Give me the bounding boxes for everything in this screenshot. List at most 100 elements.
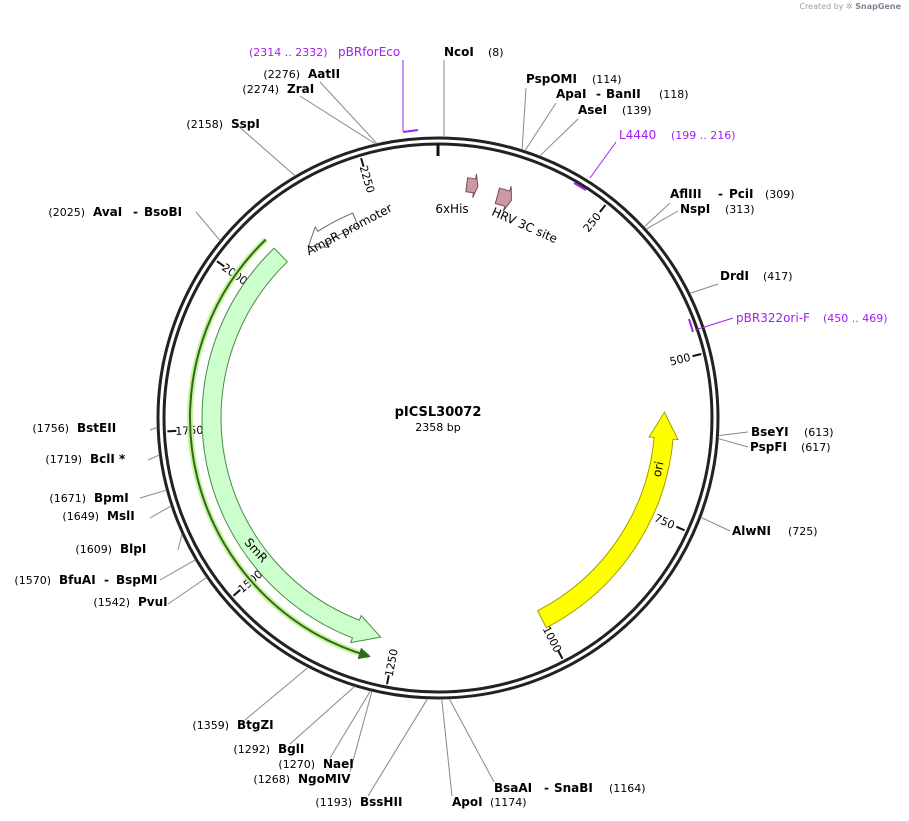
svg-text:AvaI: AvaI <box>93 205 122 219</box>
enzyme-label-ngomiv[interactable]: (1268) NgoMIV <box>253 772 351 786</box>
enzyme-label-bsteii[interactable]: (1756) BstEII <box>32 421 116 435</box>
enzyme-label-bcli[interactable]: (1719)BclI * <box>45 452 126 466</box>
primer-l4440-mark <box>573 182 587 191</box>
feature-label-ori: ori <box>650 460 667 478</box>
tick-label-1000: 1000 <box>540 624 564 655</box>
enzyme-leader-17 <box>167 577 207 605</box>
enzyme-label-aatii[interactable]: (2276)AatII <box>263 67 340 81</box>
enzyme-label-sspi[interactable]: (2158)SspI <box>186 117 259 131</box>
snapgene-credit: Created by ✲ SnapGene <box>799 2 901 11</box>
svg-text:(114): (114) <box>592 73 622 86</box>
svg-text:BtgZI: BtgZI <box>237 718 274 732</box>
enzyme-leader-20 <box>149 505 172 519</box>
tick-label-750: 750 <box>652 511 677 532</box>
enzyme-leader-10 <box>448 698 495 783</box>
snapgene-logo-icon: ✲ <box>846 2 853 11</box>
feature-smr <box>201 247 382 644</box>
enzyme-leader-15 <box>289 685 355 745</box>
primer-label-pbr322ori-f[interactable]: pBR322ori-F (450 .. 469) <box>736 311 888 325</box>
svg-text:(417): (417) <box>763 270 793 283</box>
svg-text:PspFI: PspFI <box>750 440 787 454</box>
enzyme-leader-24 <box>195 211 221 241</box>
enzyme-label-pspfi[interactable]: PspFI (617) <box>750 440 831 454</box>
enzyme-label-bpmi[interactable]: (1671)BpmI <box>49 491 128 505</box>
enzyme-label-pspomi[interactable]: PspOMI (114) <box>526 72 622 86</box>
svg-text:(617): (617) <box>801 441 831 454</box>
enzyme-leader-26 <box>299 95 376 145</box>
enzyme-label-btgzi[interactable]: (1359)BtgZI <box>192 718 273 732</box>
enzyme-leader-5 <box>645 210 679 230</box>
enzyme-label-ncoi[interactable]: NcoI(8) <box>444 45 504 59</box>
enzyme-label-bsshii[interactable]: (1193)BssHII <box>315 795 402 809</box>
svg-text:BanII: BanII <box>606 87 641 101</box>
tick-1000 <box>557 650 564 660</box>
enzyme-label-bseyi[interactable]: BseYI(613) <box>751 425 834 439</box>
enzyme-leader-8 <box>718 438 749 448</box>
svg-text:pBR322ori-F: pBR322ori-F <box>736 311 810 325</box>
enzyme-label-naei[interactable]: (1270)NaeI <box>278 757 353 771</box>
tick-2250 <box>360 157 365 168</box>
enzyme-leader-21 <box>139 489 167 499</box>
svg-text:BseYI: BseYI <box>751 425 789 439</box>
enzyme-label-apai[interactable]: ApaI-BanII(118) <box>556 87 689 101</box>
enzyme-label-zrai[interactable]: (2274)ZraI <box>242 82 314 96</box>
credit-brand: SnapGene <box>855 2 901 11</box>
enzyme-leader-13 <box>349 691 373 773</box>
primer-pbr322ori-f-leader <box>694 317 734 331</box>
svg-text:-: - <box>544 781 549 795</box>
enzyme-label-avai[interactable]: (2025)AvaI-BsoBI <box>48 205 182 219</box>
primer-label-pbrforeco[interactable]: (2314 .. 2332)pBRforEco <box>249 45 400 59</box>
enzyme-leader-1 <box>521 87 527 150</box>
tick-1250 <box>386 675 390 685</box>
enzyme-leader-19 <box>177 533 183 551</box>
svg-text:PvuI: PvuI <box>138 595 168 609</box>
orf-track <box>187 237 371 660</box>
enzyme-label-drdi[interactable]: DrdI(417) <box>720 269 793 283</box>
enzyme-label-nspi[interactable]: NspI(313) <box>680 202 755 216</box>
svg-text:BfuAI: BfuAI <box>59 573 96 587</box>
feature-ori <box>536 411 679 629</box>
svg-text:(2274): (2274) <box>242 83 279 96</box>
svg-text:ApoI: ApoI <box>452 795 483 809</box>
feature-label-ampr-promoter: AmpR promoter <box>304 201 395 258</box>
enzyme-label-afliii[interactable]: AflIII-PciI(309) <box>670 187 795 201</box>
svg-text:PspOMI: PspOMI <box>526 72 577 86</box>
enzyme-label-blpi[interactable]: (1609)BlpI <box>75 542 146 556</box>
svg-text:AseI: AseI <box>578 103 607 117</box>
enzyme-label-alwni[interactable]: AlwNI(725) <box>732 524 818 538</box>
svg-text:BlpI: BlpI <box>120 542 146 556</box>
enzyme-label-bgli[interactable]: (1292)BglI <box>233 742 304 756</box>
svg-text:SspI: SspI <box>231 117 260 131</box>
enzyme-label-apoi[interactable]: ApoI(1174) <box>452 795 527 809</box>
svg-text:BstEII: BstEII <box>77 421 116 435</box>
svg-text:PciI: PciI <box>729 187 754 201</box>
svg-text:(1268): (1268) <box>253 773 290 786</box>
primer-label-l4440[interactable]: L4440(199 .. 216) <box>619 128 736 142</box>
svg-text:MslI: MslI <box>107 509 135 523</box>
tick-label-500: 500 <box>668 351 691 369</box>
svg-text:NaeI: NaeI <box>323 757 354 771</box>
enzyme-label-asei[interactable]: AseI (139) <box>578 103 652 117</box>
svg-text:SnaBI: SnaBI <box>554 781 593 795</box>
plasmid-name: pICSL30072 <box>395 405 482 420</box>
svg-text:(1756): (1756) <box>32 422 69 435</box>
enzyme-leader-4 <box>643 202 671 228</box>
enzyme-label-bsaai[interactable]: BsaAI-SnaBI(1164) <box>494 781 646 795</box>
svg-text:BglI: BglI <box>278 742 304 756</box>
svg-text:(450 .. 469): (450 .. 469) <box>823 312 888 325</box>
enzyme-label-pvui[interactable]: (1542) PvuI <box>93 595 167 609</box>
enzyme-label-bfuai[interactable]: (1570)BfuAI-BspMI <box>14 573 157 587</box>
svg-text:AflIII: AflIII <box>670 187 702 201</box>
enzyme-label-msli[interactable]: (1649)MslI <box>62 509 134 523</box>
feature-label-hrv-3c-site: HRV 3C site <box>490 205 560 246</box>
plasmid-length: 2358 bp <box>415 421 460 434</box>
svg-text:(199 .. 216): (199 .. 216) <box>671 129 736 142</box>
svg-text:NgoMIV: NgoMIV <box>298 772 351 786</box>
svg-text:(1671): (1671) <box>49 492 86 505</box>
tick-label-2250: 2250 <box>357 164 377 195</box>
tick-2000 <box>216 260 225 268</box>
svg-text:(139): (139) <box>622 104 652 117</box>
svg-text:(313): (313) <box>725 203 755 216</box>
svg-text:(1542): (1542) <box>93 596 130 609</box>
enzyme-leader-25 <box>235 123 296 177</box>
